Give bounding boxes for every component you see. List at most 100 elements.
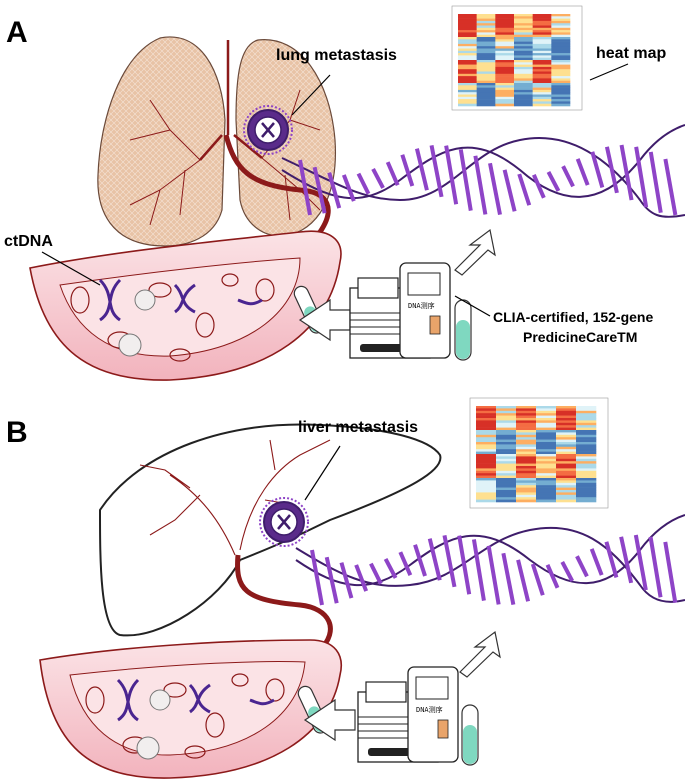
heatmap-cell xyxy=(532,69,552,72)
heatmap-cell xyxy=(576,482,597,486)
heatmap-cell xyxy=(476,485,497,488)
heatmap-cell xyxy=(532,94,552,98)
heatmap-cell xyxy=(576,406,597,409)
heatmap-cell xyxy=(556,439,577,443)
heatmap-cell xyxy=(496,437,517,440)
heatmap-cell xyxy=(556,442,577,445)
heatmap-cell xyxy=(496,458,517,462)
panel-letter-b: B xyxy=(6,416,28,449)
heatmap-cell xyxy=(476,80,496,84)
heatmap-cell xyxy=(496,451,517,455)
heatmap-cell xyxy=(495,99,515,102)
heatmap-cell xyxy=(458,103,477,107)
heatmap-cell xyxy=(514,48,533,52)
heatmap-cell xyxy=(458,76,477,79)
dna-rung xyxy=(457,535,472,595)
heatmap-cell xyxy=(576,410,597,414)
heatmap-cell xyxy=(551,60,571,63)
dna-rung xyxy=(516,559,531,602)
heatmap-cell xyxy=(532,96,552,100)
heatmap-cell xyxy=(532,37,552,40)
heatmap-cell xyxy=(536,478,557,481)
heatmap-cell xyxy=(458,83,477,86)
heatmap-cell xyxy=(458,53,477,56)
heatmap-cell xyxy=(532,14,552,17)
heatmap-cell xyxy=(495,64,515,68)
heatmap-cell xyxy=(551,62,571,65)
heatmap-cell xyxy=(495,48,515,52)
heatmap-cell xyxy=(576,430,597,433)
heatmap-cell xyxy=(514,66,533,70)
heatmap-cell xyxy=(536,458,557,462)
heatmap-cell xyxy=(536,490,557,493)
heatmap-cell xyxy=(458,20,477,24)
heatmap-cell xyxy=(495,50,515,54)
heatmap-cell xyxy=(551,25,571,29)
heatmap-cell xyxy=(476,43,496,47)
heatmap-cell xyxy=(476,442,497,445)
heatmap-cell xyxy=(496,463,517,467)
heatmap-cell xyxy=(516,437,537,440)
heatmap-cell xyxy=(532,34,552,38)
heatmap-cell xyxy=(532,55,552,58)
heatmap-cell xyxy=(496,478,517,481)
heatmap-cell xyxy=(551,30,571,33)
heatmap-cell xyxy=(476,470,497,474)
dna-rung xyxy=(634,146,649,208)
heatmap-cell xyxy=(551,73,571,77)
heatmap-cell xyxy=(476,475,497,479)
heatmap-cell xyxy=(476,468,497,472)
heatmap-cell xyxy=(551,20,571,24)
heatmap-cell xyxy=(532,43,552,47)
heatmap-cell xyxy=(556,432,577,436)
heatmap-cell xyxy=(514,25,533,29)
heatmap-cell xyxy=(536,422,557,426)
heatmap-cell xyxy=(476,478,497,481)
heatmap-cell xyxy=(536,408,557,412)
heatmap-cell xyxy=(514,99,533,102)
liver-illustration xyxy=(98,423,442,668)
heatmap-cell xyxy=(576,463,597,467)
heatmap-cell xyxy=(536,492,557,496)
heatmap-cell xyxy=(476,92,496,95)
heatmap-cell xyxy=(476,23,496,26)
heatmap-cell xyxy=(536,430,557,433)
heatmap-cell xyxy=(551,71,571,75)
heatmap-cell xyxy=(495,103,515,107)
heatmap-cell xyxy=(476,66,496,70)
heatmap-cell xyxy=(516,418,537,421)
heatmap-cell xyxy=(476,434,497,438)
heatmap-cell xyxy=(536,485,557,488)
heatmap-cell xyxy=(476,69,496,72)
lungs-illustration xyxy=(97,36,337,253)
dna-rung xyxy=(619,144,634,201)
heatmap-cell xyxy=(536,468,557,472)
heatmap-cell xyxy=(532,62,552,65)
white-blood-cells-b xyxy=(136,689,171,760)
lung-tumor xyxy=(243,105,293,155)
heatmap-cell xyxy=(516,425,537,428)
heatmap-cell xyxy=(495,85,515,88)
heatmap-cell xyxy=(496,494,517,498)
heatmap-cell xyxy=(514,83,533,86)
heatmap-cell xyxy=(495,55,515,58)
heatmap-cell xyxy=(514,55,533,58)
heatmap-cell xyxy=(516,463,537,467)
heatmap-cell xyxy=(496,408,517,412)
heatmap-cell xyxy=(496,492,517,496)
heatmap-cell xyxy=(556,422,577,426)
heatmap-cell xyxy=(551,89,571,93)
heatmap-cell xyxy=(556,415,577,419)
heatmap-cell xyxy=(514,39,533,42)
heatmap-cell xyxy=(576,422,597,426)
heatmap-cell xyxy=(514,60,533,63)
dna-rung xyxy=(473,155,488,215)
liver-tumor xyxy=(259,497,309,547)
heatmap-cell xyxy=(551,37,571,40)
heatmap-cell xyxy=(496,454,517,457)
heatmap-cell xyxy=(516,468,537,472)
heatmap-cell xyxy=(576,442,597,445)
heatmap-cell xyxy=(476,454,497,457)
heatmap-cell xyxy=(516,458,537,462)
heatmap-cell xyxy=(551,32,571,35)
